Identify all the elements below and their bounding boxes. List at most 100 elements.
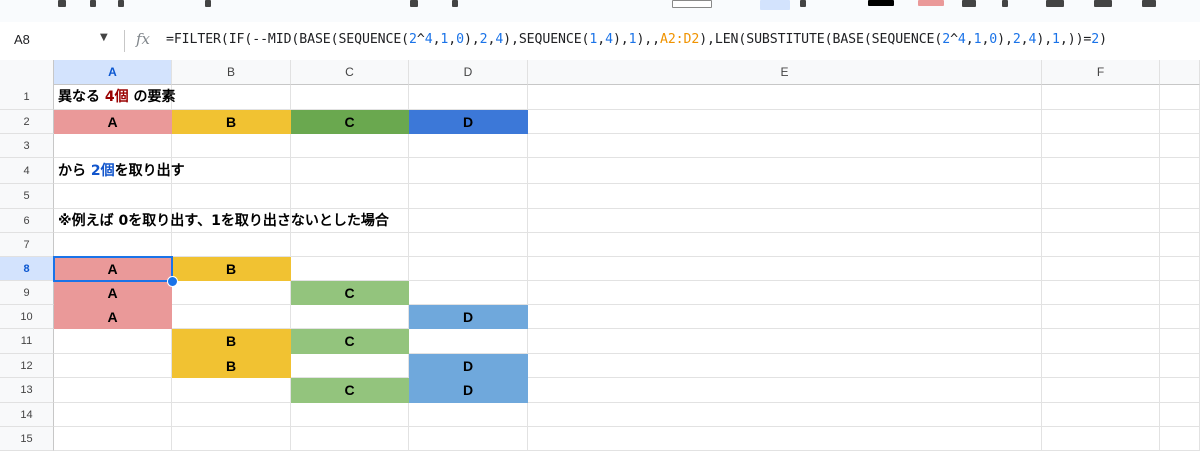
- column-header-f[interactable]: F: [1042, 60, 1160, 85]
- toolbar-button[interactable]: [118, 0, 124, 7]
- toolbar-button[interactable]: [962, 0, 976, 7]
- cell-a15[interactable]: [54, 427, 172, 451]
- cell-f4[interactable]: [1042, 158, 1160, 184]
- cell-e7[interactable]: [528, 233, 1042, 257]
- cell-c14[interactable]: [291, 403, 409, 427]
- column-header-a[interactable]: A: [54, 60, 172, 85]
- chevron-down-icon[interactable]: ▼: [100, 32, 108, 43]
- cell-a13[interactable]: [54, 378, 172, 403]
- cell-e8[interactable]: [528, 257, 1042, 281]
- cell-d9[interactable]: [409, 281, 528, 305]
- cell-c11[interactable]: C: [291, 329, 409, 354]
- cell-f2[interactable]: [1042, 110, 1160, 134]
- cell-b2[interactable]: B: [172, 110, 291, 134]
- cell-f15[interactable]: [1042, 427, 1160, 451]
- cell-a1[interactable]: [54, 85, 172, 110]
- cell-c10[interactable]: [291, 305, 409, 329]
- cell-f14[interactable]: [1042, 403, 1160, 427]
- cell-c9[interactable]: C: [291, 281, 409, 305]
- row-header-3[interactable]: 3: [0, 134, 54, 158]
- column-header-b[interactable]: B: [172, 60, 291, 85]
- cell-b13[interactable]: [172, 378, 291, 403]
- cell-f12[interactable]: [1042, 354, 1160, 378]
- cell-b12[interactable]: B: [172, 354, 291, 378]
- cell-d11[interactable]: [409, 329, 528, 354]
- cell-a5[interactable]: [54, 184, 172, 209]
- cell-b7[interactable]: [172, 233, 291, 257]
- cell-a8[interactable]: A: [54, 257, 172, 281]
- cell-a9[interactable]: A: [54, 281, 172, 305]
- cell-c2[interactable]: C: [291, 110, 409, 134]
- formula-input[interactable]: =FILTER(IF(--MID(BASE(SEQUENCE(2^4,1,0),…: [166, 32, 1107, 47]
- cell-d2[interactable]: D: [409, 110, 528, 134]
- cell-b11[interactable]: B: [172, 329, 291, 354]
- cell-d4[interactable]: [409, 158, 528, 184]
- cell-b8[interactable]: B: [172, 257, 291, 281]
- cell-c4[interactable]: [291, 158, 409, 184]
- cell-a7[interactable]: [54, 233, 172, 257]
- column-header-e[interactable]: E: [528, 60, 1042, 85]
- toolbar-button[interactable]: [205, 0, 211, 7]
- row-header-1[interactable]: 1: [0, 85, 54, 110]
- cell-e9[interactable]: [528, 281, 1042, 305]
- toolbar-button[interactable]: [1002, 0, 1008, 7]
- toolbar-button[interactable]: [868, 0, 894, 6]
- cell-e12[interactable]: [528, 354, 1042, 378]
- cell-d6[interactable]: [409, 209, 528, 233]
- toolbar-button[interactable]: [918, 0, 944, 6]
- row-header-15[interactable]: 15: [0, 427, 54, 451]
- row-header-8[interactable]: 8: [0, 257, 54, 281]
- cell-b3[interactable]: [172, 134, 291, 158]
- toolbar-button[interactable]: [90, 0, 96, 7]
- toolbar-button[interactable]: [800, 0, 806, 7]
- cell-c7[interactable]: [291, 233, 409, 257]
- name-box[interactable]: A8 ▼: [0, 22, 120, 60]
- cell-e10[interactable]: [528, 305, 1042, 329]
- cell-a12[interactable]: [54, 354, 172, 378]
- cell-b6[interactable]: [172, 209, 291, 233]
- cell-e6[interactable]: [528, 209, 1042, 233]
- cell-b4[interactable]: [172, 158, 291, 184]
- column-header-c[interactable]: C: [291, 60, 409, 85]
- toolbar-button[interactable]: [672, 0, 712, 8]
- cell-d7[interactable]: [409, 233, 528, 257]
- row-header-4[interactable]: 4: [0, 158, 54, 184]
- cell-e14[interactable]: [528, 403, 1042, 427]
- row-header-11[interactable]: 11: [0, 329, 54, 354]
- cell-e4[interactable]: [528, 158, 1042, 184]
- row-header-9[interactable]: 9: [0, 281, 54, 305]
- cell-c12[interactable]: [291, 354, 409, 378]
- cell-c1[interactable]: [291, 85, 409, 110]
- cell-b15[interactable]: [172, 427, 291, 451]
- cell-f1[interactable]: [1042, 85, 1160, 110]
- cell-c15[interactable]: [291, 427, 409, 451]
- toolbar-button[interactable]: [410, 0, 418, 7]
- row-header-7[interactable]: 7: [0, 233, 54, 257]
- row-header-2[interactable]: 2: [0, 110, 54, 134]
- select-all-corner[interactable]: [0, 60, 54, 86]
- cell-d14[interactable]: [409, 403, 528, 427]
- cell-e13[interactable]: [528, 378, 1042, 403]
- cell-e2[interactable]: [528, 110, 1042, 134]
- cell-d15[interactable]: [409, 427, 528, 451]
- row-header-13[interactable]: 13: [0, 378, 54, 403]
- cell-a6[interactable]: [54, 209, 172, 233]
- row-header-6[interactable]: 6: [0, 209, 54, 233]
- row-header-14[interactable]: 14: [0, 403, 54, 427]
- cell-f10[interactable]: [1042, 305, 1160, 329]
- cell-d1[interactable]: [409, 85, 528, 110]
- cell-a3[interactable]: [54, 134, 172, 158]
- row-header-12[interactable]: 12: [0, 354, 54, 378]
- toolbar-button[interactable]: [58, 0, 66, 7]
- cell-b14[interactable]: [172, 403, 291, 427]
- cell-b9[interactable]: [172, 281, 291, 305]
- row-header-5[interactable]: 5: [0, 184, 54, 209]
- cell-b1[interactable]: [172, 85, 291, 110]
- cell-d12[interactable]: D: [409, 354, 528, 378]
- row-header-10[interactable]: 10: [0, 305, 54, 329]
- cell-c6[interactable]: [291, 209, 409, 233]
- cell-f8[interactable]: [1042, 257, 1160, 281]
- cell-b5[interactable]: [172, 184, 291, 209]
- cell-d3[interactable]: [409, 134, 528, 158]
- cell-d5[interactable]: [409, 184, 528, 209]
